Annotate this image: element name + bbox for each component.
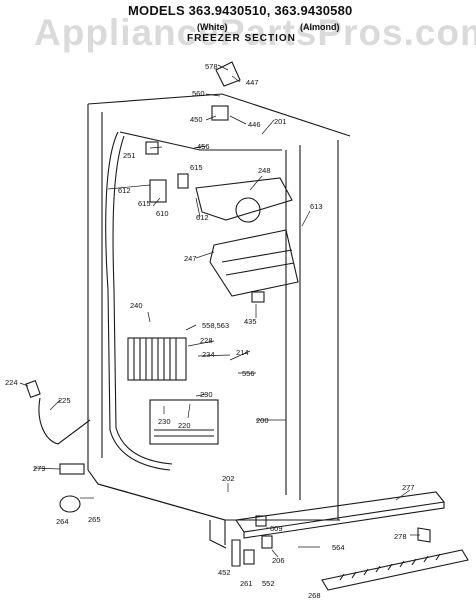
part-label: 452: [218, 568, 231, 577]
part-label: 268: [308, 591, 321, 600]
page-title: MODELS 363.9430510, 363.9430580: [128, 3, 353, 18]
part-label: 228: [200, 336, 213, 345]
part-label: 447: [246, 78, 259, 87]
variant-almond-label: (Almond): [300, 22, 340, 32]
part-label: 615: [190, 163, 203, 172]
part-label: 564: [332, 543, 345, 552]
part-label: 278: [394, 532, 407, 541]
cover-247-ribs: [221, 249, 295, 276]
cover-247: [209, 229, 299, 297]
part-label: 224: [5, 378, 18, 387]
part-label: 560: [192, 89, 205, 98]
part-label: 230: [158, 417, 171, 426]
part-label: 265: [88, 515, 101, 524]
thermostat-446: [211, 105, 229, 121]
part-label: 450: [190, 115, 203, 124]
part-label: 615: [138, 199, 151, 208]
part-label: 261: [240, 579, 253, 588]
part-label: 225: [58, 396, 71, 405]
cabinet-top-edge: [87, 93, 351, 137]
part-435: [251, 291, 265, 303]
part-label: 220: [178, 421, 191, 430]
part-label: 230: [200, 390, 213, 399]
part-615: [177, 173, 189, 189]
duct-248: [195, 177, 293, 221]
part-label: 206: [272, 556, 285, 565]
part-label: 609: [270, 524, 283, 533]
part-label: 214: [236, 348, 249, 357]
part-447: [215, 61, 241, 87]
part-label: 558,563: [202, 321, 229, 330]
part-261: [243, 549, 255, 565]
part-224: [25, 380, 41, 398]
part-label: 552: [262, 579, 275, 588]
part-251: [145, 141, 159, 155]
part-label: 251: [123, 151, 136, 160]
part-label: 610: [156, 209, 169, 218]
part-279: [59, 463, 85, 475]
part-label: 279: [33, 464, 46, 473]
part-label: 456: [197, 142, 210, 151]
part-label: 612: [196, 213, 209, 222]
part-label: 248: [258, 166, 271, 175]
part-label: 240: [130, 301, 143, 310]
tube-loop-inner: [112, 135, 173, 465]
part-label: 234: [202, 350, 215, 359]
part-452: [231, 539, 241, 567]
part-609: [255, 515, 267, 527]
panel-230: [149, 399, 219, 445]
part-label: 264: [56, 517, 69, 526]
evaporator-228: [127, 337, 187, 381]
cabinet-floor: [97, 483, 340, 521]
part-label: 578: [205, 62, 218, 71]
grille-268: [321, 549, 469, 591]
part-label: 613: [310, 202, 323, 211]
part-label: 446: [248, 120, 261, 129]
duct-port: [235, 197, 261, 223]
part-label: 200: [256, 416, 269, 425]
part-label: 202: [222, 474, 235, 483]
part-label: 201: [274, 117, 287, 126]
evaporator-fins: [133, 338, 177, 380]
cabinet-bottom-rail: [209, 520, 227, 549]
panel-230-grill: [154, 429, 214, 437]
grille-268-vents: [339, 553, 441, 581]
back-panel-top: [119, 131, 282, 151]
section-title: FREEZER SECTION: [187, 33, 296, 44]
part-label: 247: [184, 254, 197, 263]
part-label: 612: [118, 186, 131, 195]
tube-loop: [105, 131, 171, 471]
part-label: 556: [242, 369, 255, 378]
part-264: [59, 495, 81, 513]
rail-277: [235, 491, 446, 533]
part-206: [261, 535, 273, 549]
rail-277-face: [243, 502, 445, 539]
variant-white-label: (White): [197, 22, 228, 32]
heater-225: [38, 397, 91, 445]
watermark-text: AppliancePartsPros.com: [34, 12, 476, 53]
bracket-278: [417, 527, 431, 543]
switch-610: [149, 179, 167, 203]
part-label: 435: [244, 317, 257, 326]
part-label: 277: [402, 483, 415, 492]
